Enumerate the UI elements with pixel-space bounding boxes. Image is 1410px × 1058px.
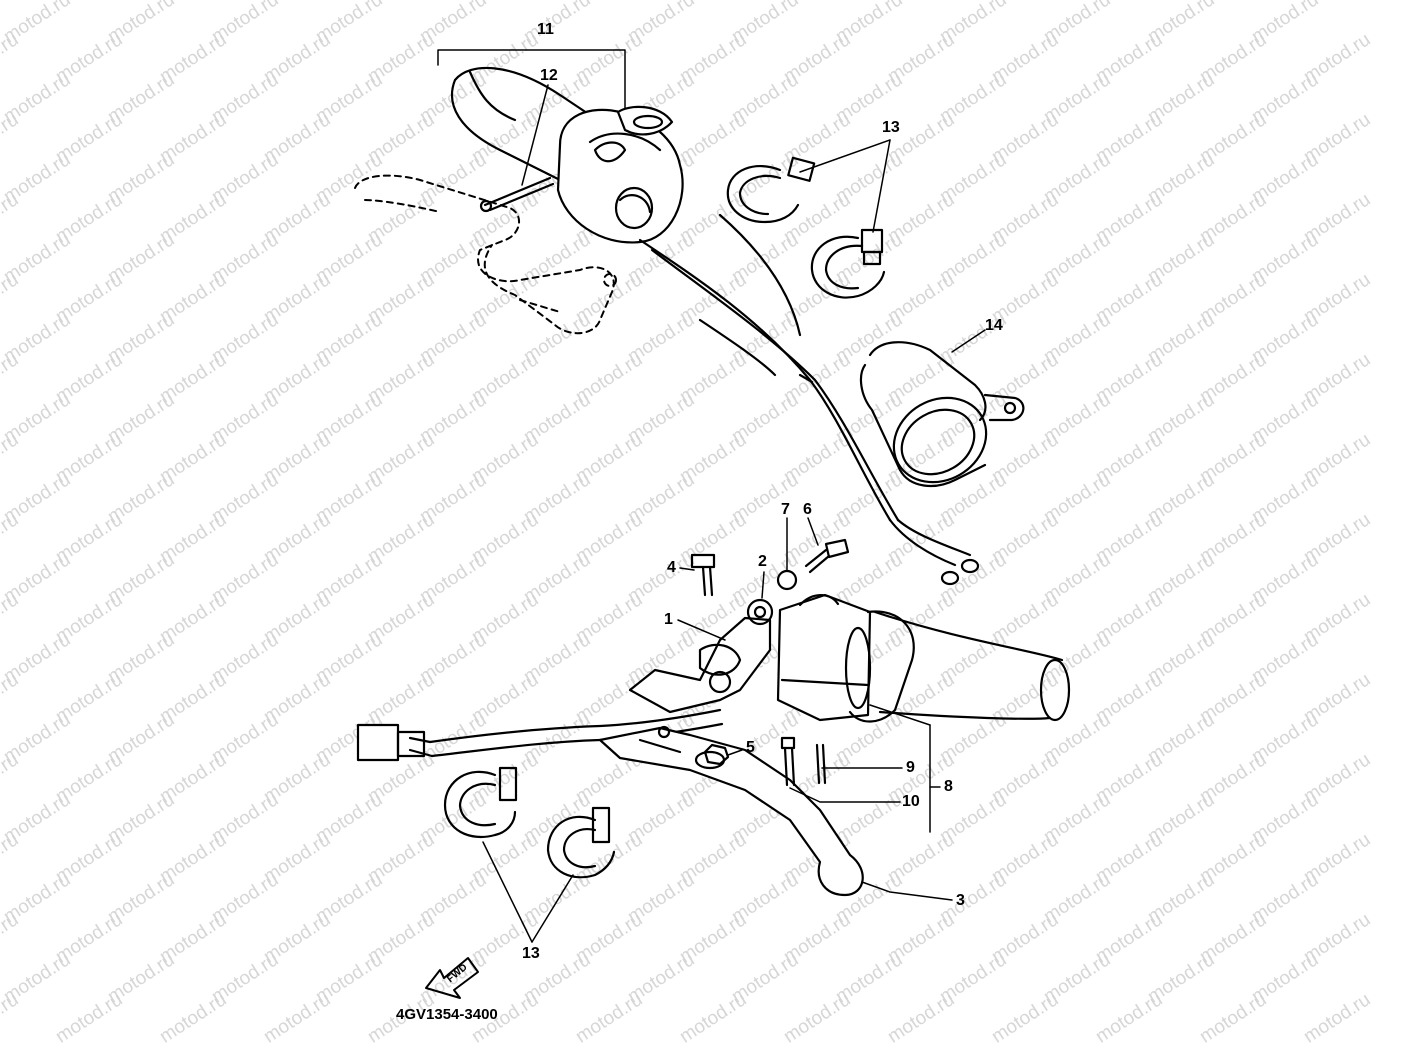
lever-3 [598, 725, 864, 897]
switch-handlebar-right-lower [776, 593, 1071, 723]
nut-5 [703, 743, 730, 766]
callout-7: 7 [781, 501, 790, 518]
screw-10 [780, 736, 796, 787]
bolt-4 [690, 553, 716, 597]
callout-1: 1 [664, 611, 673, 628]
callout-6: 6 [803, 501, 812, 518]
nut-7 [776, 569, 798, 591]
band-clamp-13-top-b [810, 228, 886, 299]
callout-8: 8 [944, 778, 953, 795]
callout-5: 5 [746, 739, 755, 756]
callout-3: 3 [956, 892, 965, 909]
screw-9 [815, 743, 827, 785]
screw-12 [479, 176, 555, 213]
callout-10: 10 [902, 793, 920, 810]
band-clamp-13-bottom-a [443, 766, 518, 839]
forward-direction-arrow-icon [425, 957, 479, 999]
switch-cover-14 [859, 341, 1025, 487]
lever-holder-1 [628, 598, 774, 714]
band-clamp-13-bottom-b [546, 806, 616, 879]
callout-11: 11 [537, 21, 554, 38]
leader-lines [437, 49, 986, 943]
bolt-6 [804, 538, 850, 574]
switch-handlebar-left-upper [450, 66, 684, 244]
callout-13-top: 13 [882, 119, 900, 136]
callout-9: 9 [906, 759, 915, 776]
wire-harness-upper [638, 213, 980, 586]
diagram-part-code: 4GV1354-3400 [396, 1006, 498, 1023]
callout-2: 2 [758, 553, 767, 570]
lever-outline-ghost [354, 174, 617, 335]
callout-14: 14 [985, 317, 1003, 334]
callout-12: 12 [540, 67, 558, 84]
callout-13-bottom: 13 [522, 945, 540, 962]
callout-4: 4 [667, 559, 676, 576]
band-clamp-13-top-a [726, 156, 816, 224]
